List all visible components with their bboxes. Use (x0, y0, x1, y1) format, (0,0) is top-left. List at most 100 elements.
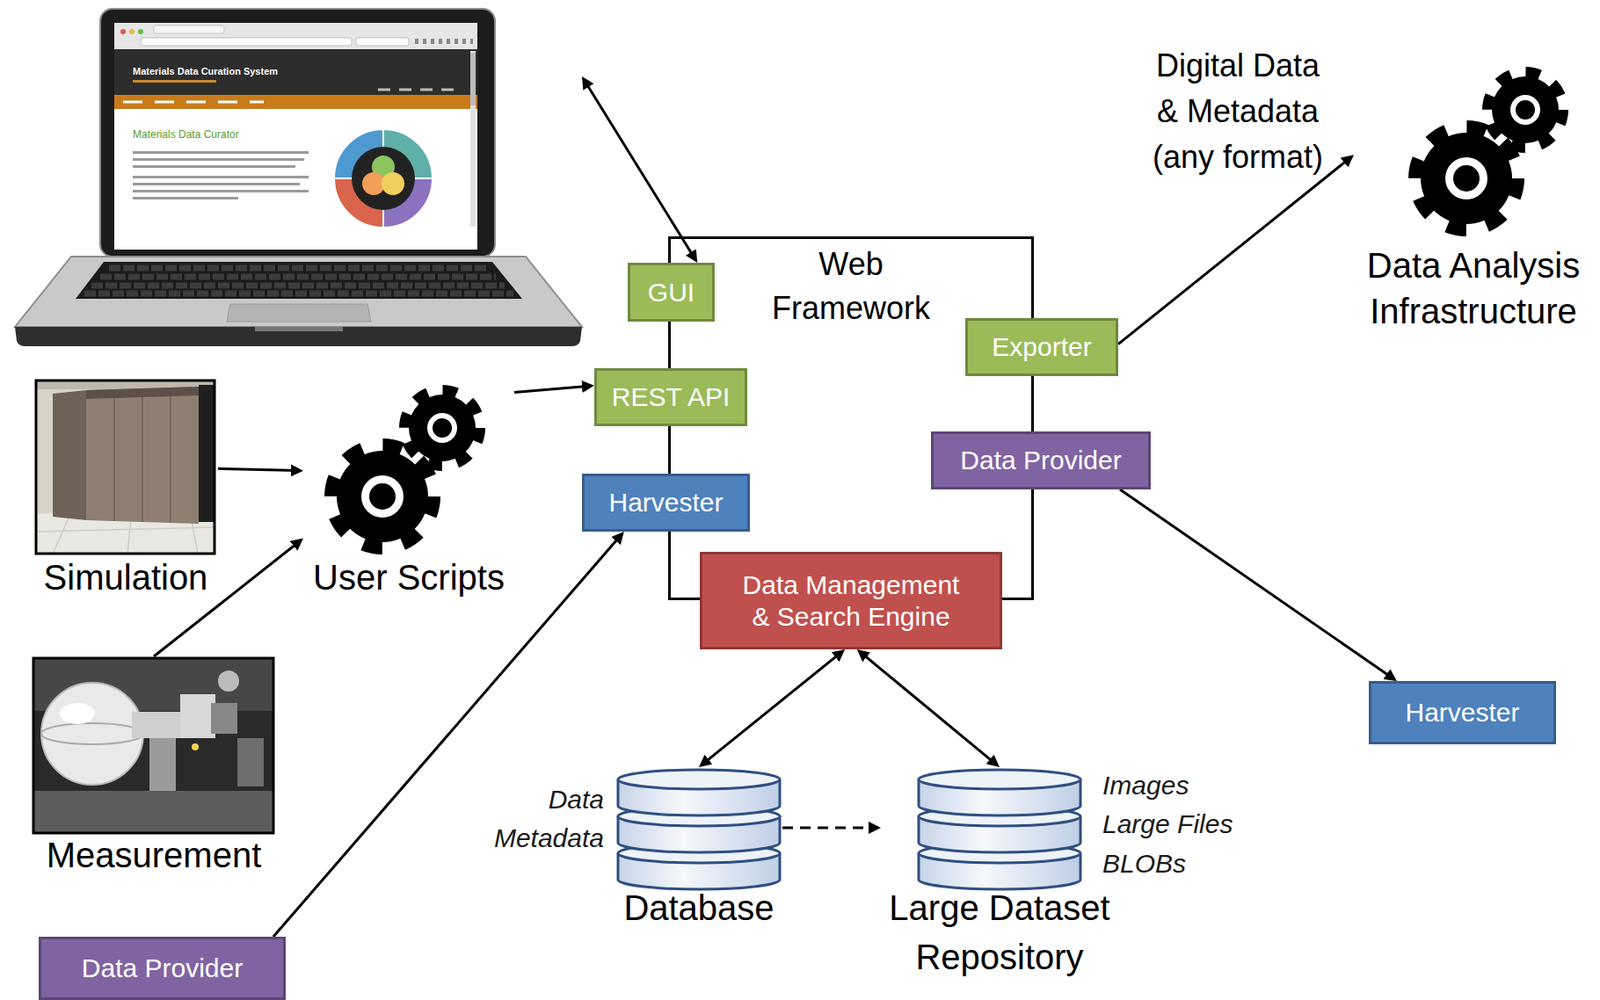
laptop-illustration-part (132, 80, 217, 83)
laptop-illustration-part (470, 50, 476, 227)
node-label: Materials Data Curation System (132, 65, 582, 78)
simulation-photo-part (86, 386, 199, 400)
laptop-illustration-part (123, 101, 264, 104)
user-scripts-gears-part (369, 483, 396, 510)
simulation-photo-part (52, 390, 87, 521)
side-note: BLOBs (1102, 849, 1296, 880)
analysis-gears-part (1415, 127, 1518, 230)
laptop-illustration-part (153, 25, 225, 34)
laptop-illustration-part (129, 29, 135, 35)
simulation-photo-part (36, 380, 215, 554)
measurement-photo-part (191, 743, 199, 751)
laptop-illustration-part (114, 94, 478, 110)
connector-arrow (1120, 489, 1394, 679)
simulation-photo-part (169, 396, 172, 524)
laptop-illustration-part (414, 38, 473, 44)
node-label: Large Dataset Repository (880, 883, 1119, 982)
side-note: Metadata (457, 823, 604, 854)
analysis-gears-part (1515, 100, 1535, 120)
measurement-photo-part (149, 738, 176, 792)
side-note: Large Files (1102, 809, 1296, 840)
connector-arrow (1118, 157, 1351, 344)
label-anchor: Images (1102, 770, 1296, 801)
user-scripts-gears-part (408, 394, 476, 462)
engine-box: Data Management & Search Engine (699, 552, 1003, 650)
user-scripts-gears-part (427, 413, 458, 444)
cylinder-outline (615, 767, 783, 893)
database-cylinder: Database (615, 767, 783, 931)
simulation-photo-part (86, 386, 199, 524)
cylinder-top (918, 770, 1081, 790)
laptop-illustration-part (14, 327, 582, 347)
label-anchor: Digital Data & Metadata (any format) (1145, 43, 1331, 182)
laptop-illustration (14, 8, 582, 347)
connector-arrow (702, 652, 842, 765)
node-label: Data Provider (81, 952, 243, 985)
connector-arrow (860, 652, 997, 765)
node-label: Data Provider (960, 444, 1121, 477)
laptop-illustration-part (91, 283, 505, 290)
user-scripts-gears-part (404, 390, 480, 466)
component-box: GUI (627, 262, 715, 322)
measurement-photo-part (218, 670, 240, 692)
analysis-gears-part (1445, 157, 1488, 200)
measurement-photo-part (210, 703, 238, 735)
node-label: Data Analysis Infrastructure (1353, 242, 1593, 335)
node-label: User Scripts (303, 556, 515, 599)
source-node: Simulation (33, 378, 219, 600)
label-anchor: BLOBs (1102, 849, 1296, 880)
node-label: Data Management & Search Engine (735, 569, 967, 633)
component-box: Data Provider (930, 431, 1151, 490)
cylinder-outline (916, 767, 1084, 893)
analysis-gears-part (1453, 165, 1480, 192)
label-anchor: Data (492, 785, 604, 815)
node-label: Exporter (991, 331, 1091, 364)
node-label: Web Framework (763, 242, 939, 332)
component-box: REST API (594, 368, 748, 427)
side-note: Data (492, 785, 604, 815)
user-scripts-gears (331, 390, 480, 548)
measurement-photo-part (33, 791, 274, 834)
laptop-illustration-part (132, 175, 309, 179)
user-scripts-gears-part (336, 450, 429, 543)
laptop-illustration-part (378, 88, 458, 92)
measurement-photo-part (131, 712, 185, 739)
node-label: GUI (647, 276, 695, 309)
label-anchor: Large Files (1102, 809, 1296, 840)
simulation-photo-part (141, 397, 144, 523)
laptop-illustration-part (132, 158, 305, 161)
framework-frame: Web FrameworkGUIREST APIHarvesterExporte… (668, 236, 1034, 601)
analysis-gears-part (1420, 132, 1513, 225)
node-subtitle: Materials Data Curator (132, 128, 582, 141)
connector-arrow (273, 535, 622, 938)
component-box: Harvester (581, 473, 750, 532)
laptop-illustration-part (140, 37, 352, 46)
laptop-screen: Materials Data Curation SystemMaterials … (14, 10, 582, 348)
measurement-photo-part (41, 683, 144, 786)
measurement-photo-part (180, 694, 216, 739)
laptop-illustration-part (132, 189, 309, 193)
infrastructure-node: Data Analysis Infrastructure (1353, 63, 1593, 342)
user-scripts-gears-part (331, 445, 434, 548)
user-scripts-gears-part (331, 445, 434, 548)
laptop-illustration-part (132, 151, 309, 154)
laptop-illustration-part (254, 327, 343, 332)
laptop-illustration-part (138, 29, 144, 35)
analysis-gears-part (1487, 72, 1564, 148)
analysis-gears-part (1510, 94, 1541, 125)
analysis-gears-part (1491, 76, 1559, 144)
screen-circle-graphic (334, 129, 433, 228)
connector-arrow (218, 468, 299, 471)
laptop-illustration-part (226, 304, 371, 322)
measurement-photo-part (59, 703, 95, 725)
scripts-node: User Scripts (303, 381, 515, 600)
simulation-photo-part (113, 398, 116, 522)
simulation-photo (36, 380, 215, 554)
component-box: Harvester (1368, 681, 1557, 745)
laptop-illustration-part (14, 256, 582, 328)
laptop-illustration-part (132, 165, 296, 168)
laptop-illustration-part (120, 29, 126, 35)
laptop-illustration-part (114, 22, 478, 50)
laptop-illustration-part (75, 261, 523, 299)
